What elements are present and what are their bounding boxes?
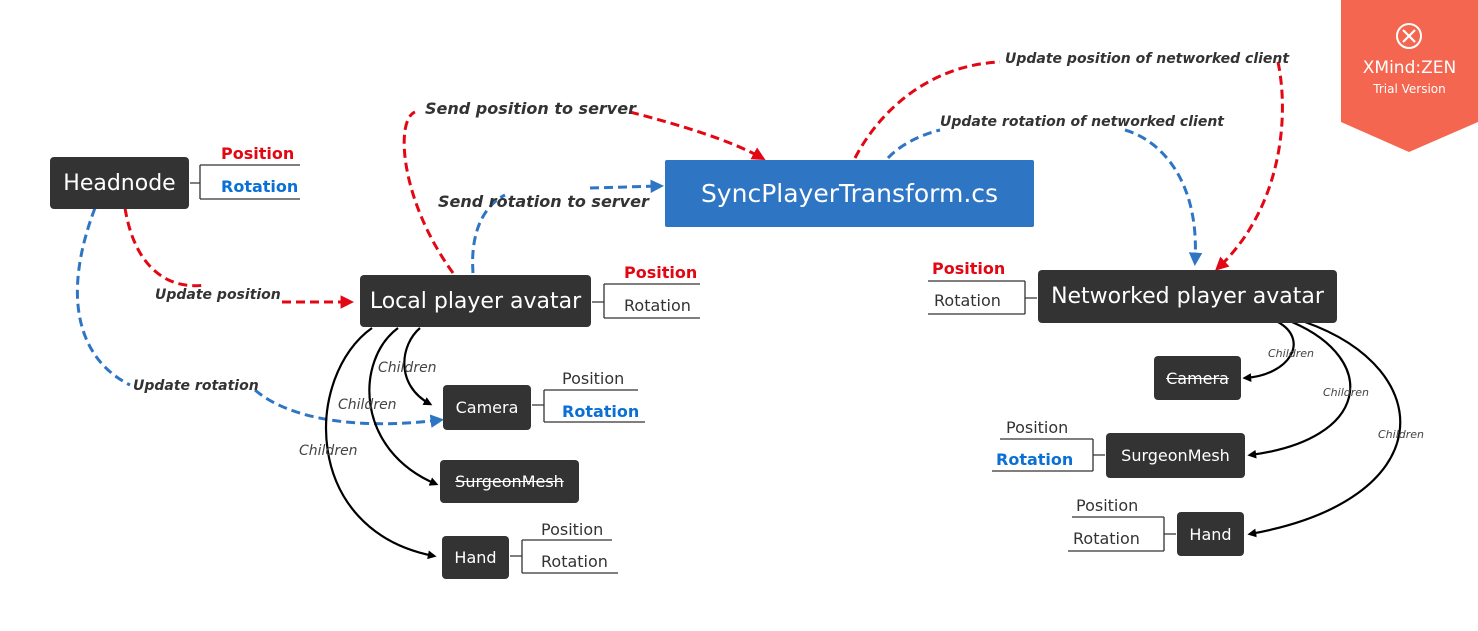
- hand-local-node[interactable]: Hand: [442, 536, 509, 579]
- local-avatar-bracket: [592, 283, 700, 319]
- net-avatar-position: Position: [932, 259, 1006, 278]
- net-children-camera: [1242, 321, 1295, 382]
- update-position-net-arrow-tail: [1215, 61, 1284, 271]
- surgeonmesh-net-bracket: [992, 438, 1105, 472]
- children-label-camera-net: Children: [1268, 347, 1315, 360]
- children-label-surgeonmesh-net: Children: [1323, 386, 1370, 399]
- local-avatar-position: Position: [624, 263, 698, 282]
- net-avatar-rotation: Rotation: [934, 291, 1001, 310]
- update-rotation-label: Update rotation: [133, 378, 259, 394]
- update-rotation-net-arrow-tail: [1124, 128, 1203, 267]
- children-label-hand-net: Children: [1378, 428, 1425, 441]
- local-player-avatar-node[interactable]: Local player avatar: [360, 275, 591, 327]
- send-rotation-arrow-tail: [589, 179, 665, 194]
- hand-net-bracket: [1068, 516, 1176, 552]
- local-avatar-rotation: Rotation: [624, 296, 691, 315]
- update-position-label: Update position: [155, 287, 281, 303]
- camera-local-position: Position: [562, 369, 625, 388]
- headnode-node[interactable]: Headnode: [50, 157, 189, 209]
- local-children-hand: [325, 327, 437, 560]
- local-children-camera: [403, 327, 433, 406]
- badge-shape: [1341, 0, 1478, 152]
- send-position-label: Send position to server: [425, 99, 636, 118]
- xmind-logo-icon: [1396, 23, 1422, 49]
- camera-local-rotation: Rotation: [562, 402, 640, 421]
- networked-player-avatar-node[interactable]: Networked player avatar: [1038, 270, 1337, 323]
- hand-local-rotation: Rotation: [541, 552, 608, 571]
- update-rotation-net-arrow: [886, 128, 941, 160]
- headnode-bracket: [190, 164, 300, 200]
- children-label-camera-local: Children: [378, 360, 437, 376]
- xmind-trial-badge: XMind:ZEN Trial Version: [1341, 0, 1478, 152]
- camera-local-node[interactable]: Camera: [443, 385, 531, 430]
- update-position-arrow: [123, 207, 206, 288]
- badge-logo-text: XMind:ZEN: [1362, 58, 1457, 78]
- hand-local-bracket: [510, 539, 618, 574]
- update-rotation-arrow: [75, 207, 131, 387]
- surgeonmesh-net-node[interactable]: SurgeonMesh: [1106, 433, 1245, 478]
- hand-net-node[interactable]: Hand: [1177, 512, 1244, 556]
- update-position-net-arrow: [853, 60, 1001, 159]
- networked-avatar-bracket: [928, 280, 1037, 315]
- camera-net-node[interactable]: Camera: [1154, 356, 1241, 400]
- badge-trial-text: Trial Version: [1373, 82, 1446, 96]
- send-position-arrow-tail: [629, 110, 766, 160]
- hand-local-position: Position: [541, 520, 604, 539]
- update-position-net-label: Update position of networked client: [1005, 51, 1290, 67]
- net-children-hand: [1247, 320, 1402, 538]
- net-children-surgeonmesh: [1247, 320, 1352, 459]
- surgeonmesh-local-node[interactable]: SurgeonMesh: [440, 460, 579, 503]
- hand-net-position: Position: [1076, 496, 1139, 515]
- local-children-surgeonmesh: [368, 327, 439, 486]
- headnode-position: Position: [221, 144, 295, 163]
- send-position-arrow: [402, 110, 455, 274]
- send-rotation-label: Send rotation to server: [438, 192, 649, 211]
- surgeonmesh-net-position: Position: [1006, 418, 1069, 437]
- children-label-surgeonmesh-local: Children: [338, 397, 397, 413]
- surgeonmesh-net-rotation: Rotation: [996, 450, 1074, 469]
- children-label-hand-local: Children: [299, 443, 358, 459]
- update-rotation-arrow-tail: [254, 388, 445, 428]
- hand-net-rotation: Rotation: [1073, 529, 1140, 548]
- camera-local-bracket: [532, 389, 645, 423]
- headnode-rotation: Rotation: [221, 177, 299, 196]
- update-rotation-net-label: Update rotation of networked client: [940, 114, 1224, 130]
- sync-player-transform-node[interactable]: SyncPlayerTransform.cs: [665, 160, 1034, 227]
